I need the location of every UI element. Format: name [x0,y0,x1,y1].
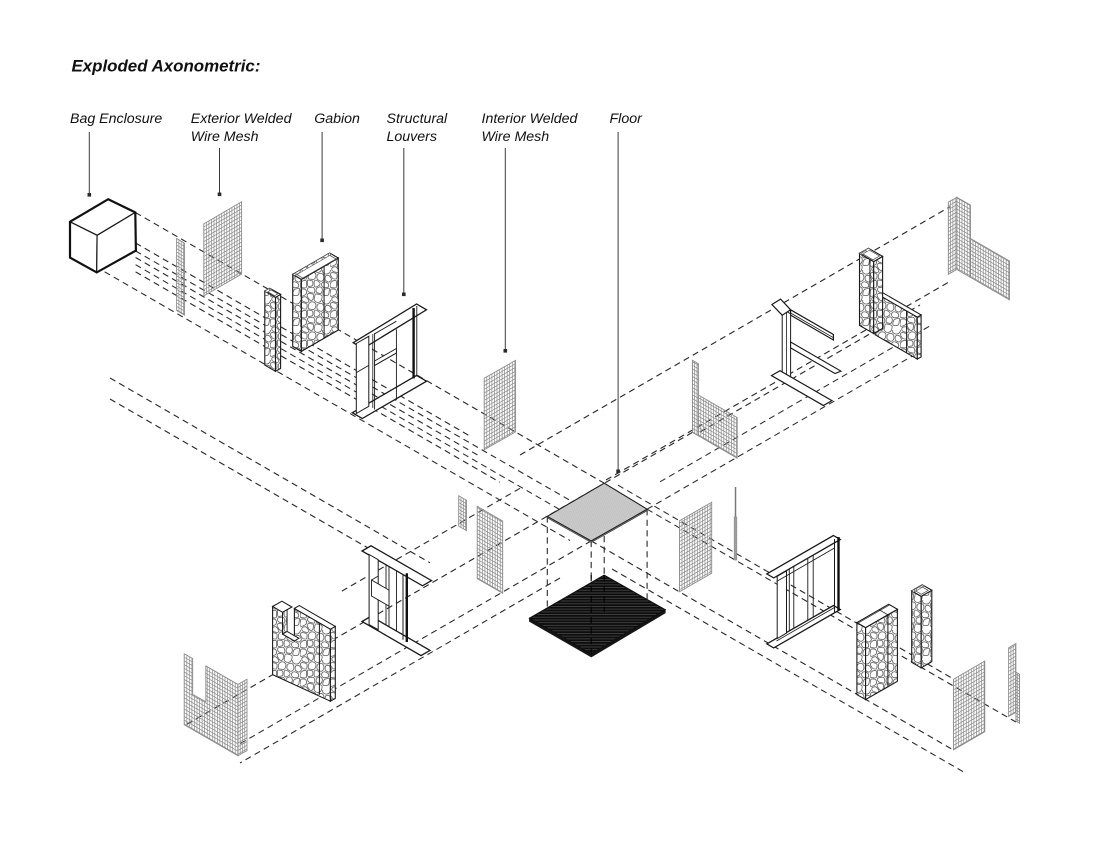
svg-text:Gabion: Gabion [314,111,360,127]
svg-text:Louvers: Louvers [387,129,437,145]
svg-text:Exterior Welded: Exterior Welded [191,111,293,127]
svg-text:Bag Enclosure: Bag Enclosure [70,111,162,127]
svg-text:Exploded Axonometric:: Exploded Axonometric: [72,57,261,76]
svg-text:Structural: Structural [387,111,449,127]
svg-text:Wire Mesh: Wire Mesh [191,129,259,145]
svg-text:Floor: Floor [610,111,644,127]
svg-text:Wire Mesh: Wire Mesh [482,129,550,145]
svg-text:Interior Welded: Interior Welded [482,111,579,127]
